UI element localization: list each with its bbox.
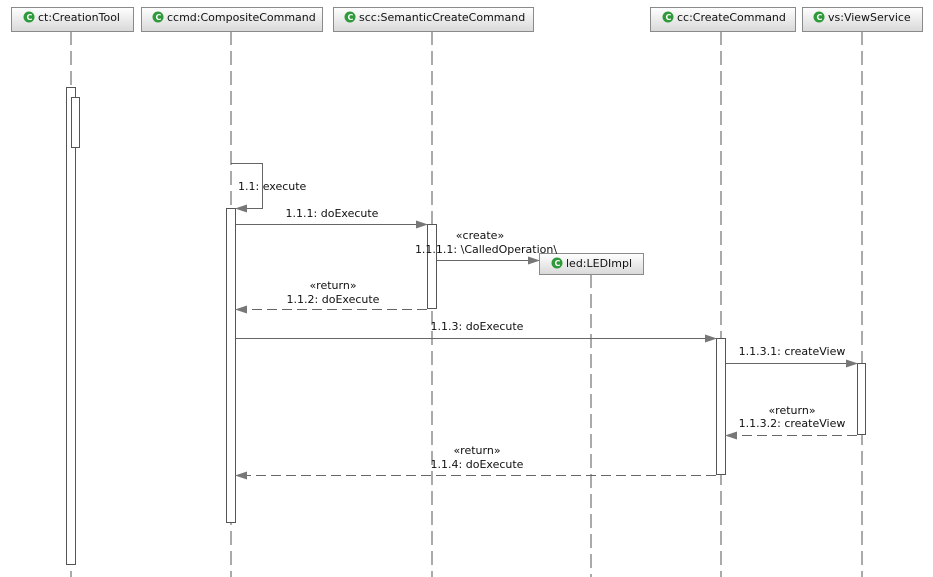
message-label: 1.1.1: doExecute	[286, 207, 379, 220]
message-label: 1.1.4: doExecute	[431, 458, 524, 471]
svg-text:C: C	[817, 13, 823, 22]
lifeline-header-ccmd[interactable]: C ccmd:CompositeCommand	[141, 7, 323, 32]
lifeline-header-ct[interactable]: C ct:CreationTool	[11, 7, 134, 32]
svg-text:C: C	[555, 259, 561, 268]
activation-vs	[857, 363, 866, 435]
activation-ccmd	[226, 208, 236, 523]
lifeline-label: led:LEDImpl	[566, 257, 632, 270]
activation-scc	[427, 224, 437, 309]
svg-text:C: C	[348, 13, 354, 22]
class-icon	[344, 11, 356, 23]
message-stereotype: «return»	[768, 404, 815, 417]
lifeline-header-led[interactable]: C led:LEDImpl	[539, 253, 644, 275]
lifeline-header-cc[interactable]: C cc:CreateCommand	[650, 7, 796, 32]
lifeline-label: ccmd:CompositeCommand	[167, 11, 316, 24]
class-icon	[551, 257, 563, 269]
svg-text:C: C	[156, 13, 162, 22]
activation-ct	[66, 87, 76, 565]
activation-cc	[716, 338, 726, 475]
lifeline-label: vs:ViewService	[828, 11, 911, 24]
class-icon	[662, 11, 674, 23]
message-label: 1.1.1.1: \CalledOperation\	[415, 243, 557, 256]
message-label: 1.1.2: doExecute	[287, 293, 380, 306]
activation-ct-nested	[71, 97, 80, 148]
message-label: 1.1.3.1: createView	[739, 345, 846, 358]
message-label: 1.1: execute	[238, 180, 307, 193]
lifeline-header-vs[interactable]: C vs:ViewService	[802, 7, 923, 32]
lifeline-label: cc:CreateCommand	[677, 11, 786, 24]
message-label: 1.1.3: doExecute	[431, 320, 524, 333]
message-stereotype: «return»	[309, 279, 356, 292]
message-arrow-1-1[interactable]	[231, 163, 263, 213]
class-icon	[152, 11, 164, 23]
message-stereotype: «create»	[456, 229, 504, 242]
message-stereotype: «return»	[453, 444, 500, 457]
lifeline-label: scc:SemanticCreateCommand	[359, 11, 525, 24]
class-icon	[813, 11, 825, 23]
message-label: 1.1.3.2: createView	[739, 417, 846, 430]
class-icon	[23, 11, 35, 23]
lifeline-header-scc[interactable]: C scc:SemanticCreateCommand	[333, 7, 534, 32]
svg-text:C: C	[27, 13, 33, 22]
svg-text:C: C	[666, 13, 672, 22]
lifeline-label: ct:CreationTool	[38, 11, 120, 24]
